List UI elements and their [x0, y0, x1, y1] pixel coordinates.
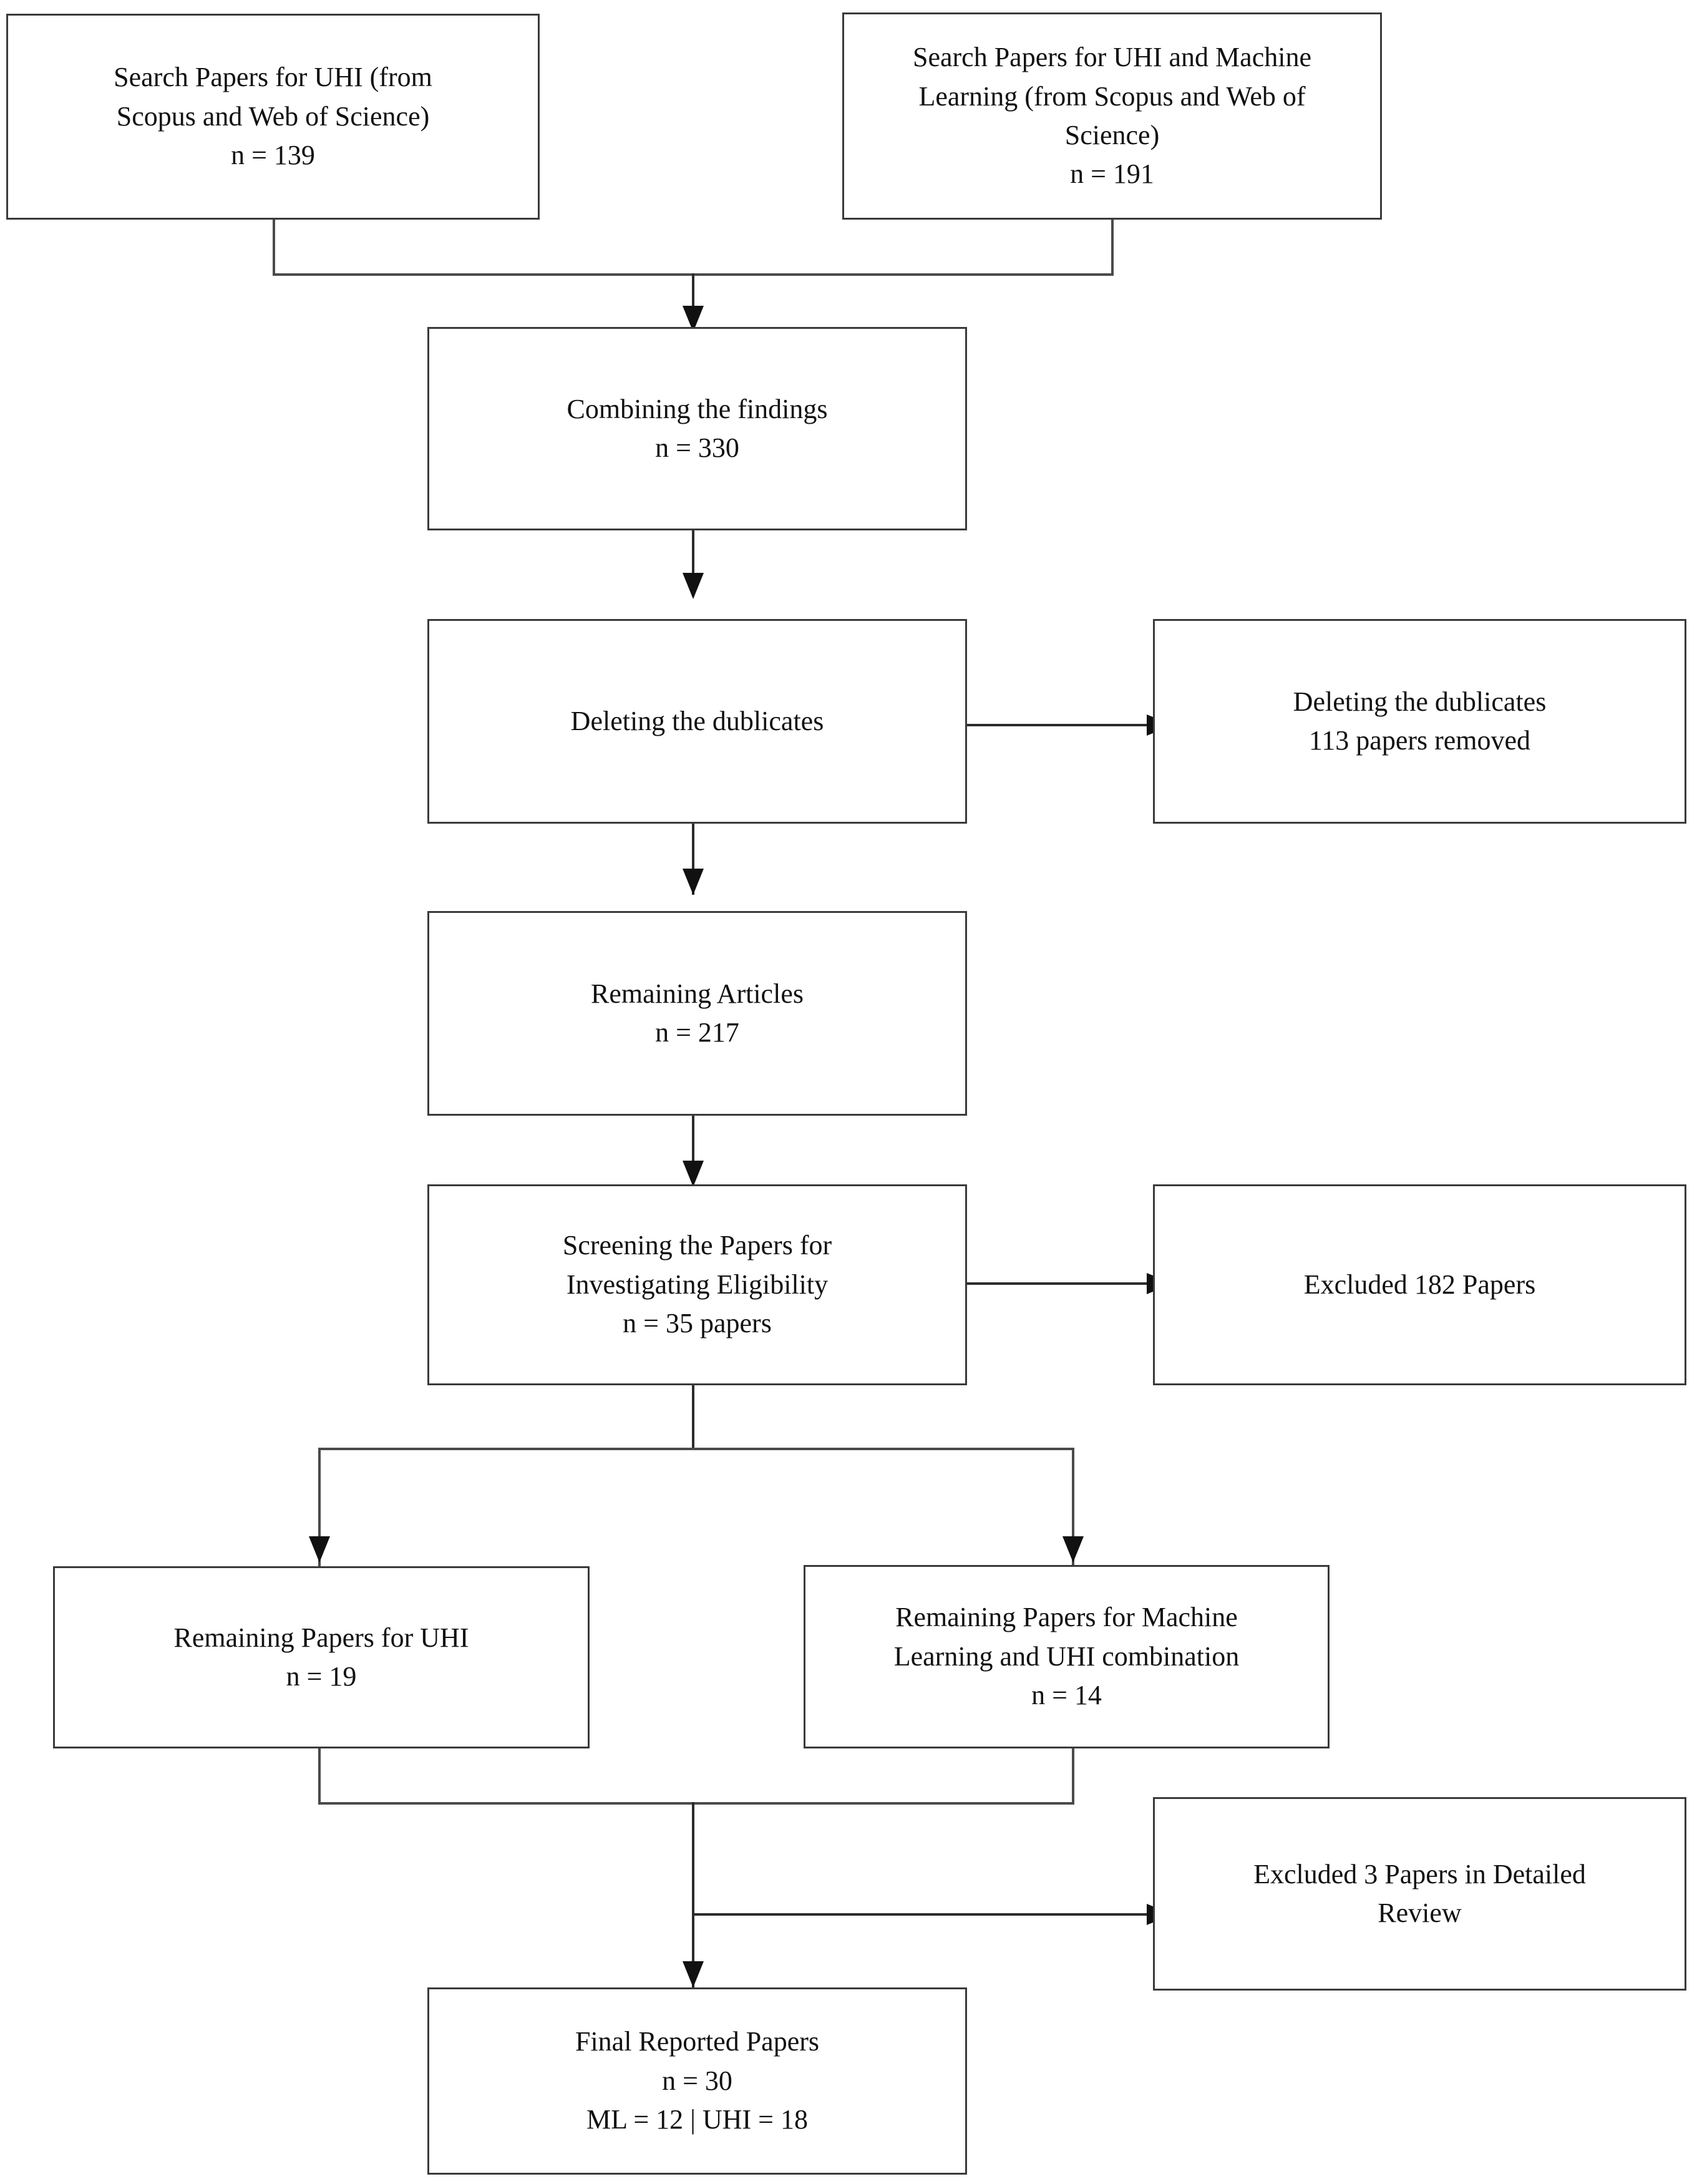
node-deleting-duplicates-label: Deleting the dublicates — [570, 705, 824, 736]
node-excluded-182[interactable]: Excluded 182 Papers — [1153, 1184, 1686, 1385]
node-remaining-articles-label: Remaining Articles n = 217 — [591, 978, 804, 1048]
connector-search-uhi-down — [273, 218, 275, 276]
connector-merge-to-final — [692, 1802, 694, 1989]
node-final-label: Final Reported Papers n = 30 ML = 12 | U… — [575, 2026, 820, 2135]
connector-merge-to-excluded-3 — [692, 1913, 1153, 1916]
node-combining[interactable]: Combining the findings n = 330 — [427, 327, 967, 530]
node-excluded-3[interactable]: Excluded 3 Papers in Detailed Review — [1153, 1797, 1686, 1991]
connector-split-right-down — [1072, 1448, 1074, 1566]
arrowhead-to-screening — [683, 1161, 704, 1187]
node-remaining-articles[interactable]: Remaining Articles n = 217 — [427, 911, 967, 1116]
arrowhead-to-remaining-articles — [683, 869, 704, 895]
connector-search-ml-down — [1111, 218, 1114, 276]
arrowhead-to-final — [683, 1961, 704, 1987]
node-search-uhi-ml-label: Search Papers for UHI and Machine Learni… — [913, 42, 1311, 190]
connector-screening-down — [692, 1384, 694, 1450]
arrowhead-to-deleting — [683, 573, 704, 599]
connector-deleting-to-remaining — [692, 822, 694, 895]
node-remaining-uhi-label: Remaining Papers for UHI n = 19 — [173, 1622, 469, 1692]
node-duplicates-removed-label: Deleting the dublicates 113 papers remov… — [1293, 686, 1547, 756]
node-remaining-ml-uhi[interactable]: Remaining Papers for Machine Learning an… — [804, 1565, 1330, 1748]
node-screening[interactable]: Screening the Papers for Investigating E… — [427, 1184, 967, 1385]
connector-screening-to-excluded — [967, 1282, 1153, 1285]
node-search-uhi-label: Search Papers for UHI (from Scopus and W… — [114, 62, 432, 171]
node-excluded-182-label: Excluded 182 Papers — [1303, 1269, 1536, 1300]
connector-split-left-down — [318, 1448, 321, 1566]
node-duplicates-removed[interactable]: Deleting the dublicates 113 papers remov… — [1153, 619, 1686, 824]
connector-combining-to-deleting — [692, 529, 694, 597]
node-search-uhi[interactable]: Search Papers for UHI (from Scopus and W… — [6, 14, 540, 220]
connector-remaining-uhi-down — [318, 1747, 321, 1805]
connector-split-bar — [318, 1448, 1074, 1450]
arrowhead-to-remaining-uhi — [309, 1536, 330, 1562]
node-remaining-ml-uhi-label: Remaining Papers for Machine Learning an… — [893, 1602, 1240, 1711]
arrowhead-to-remaining-ml-uhi — [1062, 1536, 1084, 1562]
node-deleting-duplicates[interactable]: Deleting the dublicates — [427, 619, 967, 824]
node-screening-label: Screening the Papers for Investigating E… — [562, 1230, 832, 1339]
node-excluded-3-label: Excluded 3 Papers in Detailed Review — [1253, 1858, 1586, 1928]
connector-remaining-ml-uhi-down — [1072, 1747, 1074, 1805]
node-final[interactable]: Final Reported Papers n = 30 ML = 12 | U… — [427, 1987, 967, 2175]
connector-bottom-merge-bar — [318, 1802, 1074, 1805]
node-combining-label: Combining the findings n = 330 — [566, 393, 828, 463]
connector-remaining-to-screening — [692, 1114, 694, 1187]
node-search-uhi-ml[interactable]: Search Papers for UHI and Machine Learni… — [842, 12, 1382, 220]
node-remaining-uhi[interactable]: Remaining Papers for UHI n = 19 — [53, 1566, 590, 1748]
connector-deleting-to-removed — [967, 724, 1153, 726]
